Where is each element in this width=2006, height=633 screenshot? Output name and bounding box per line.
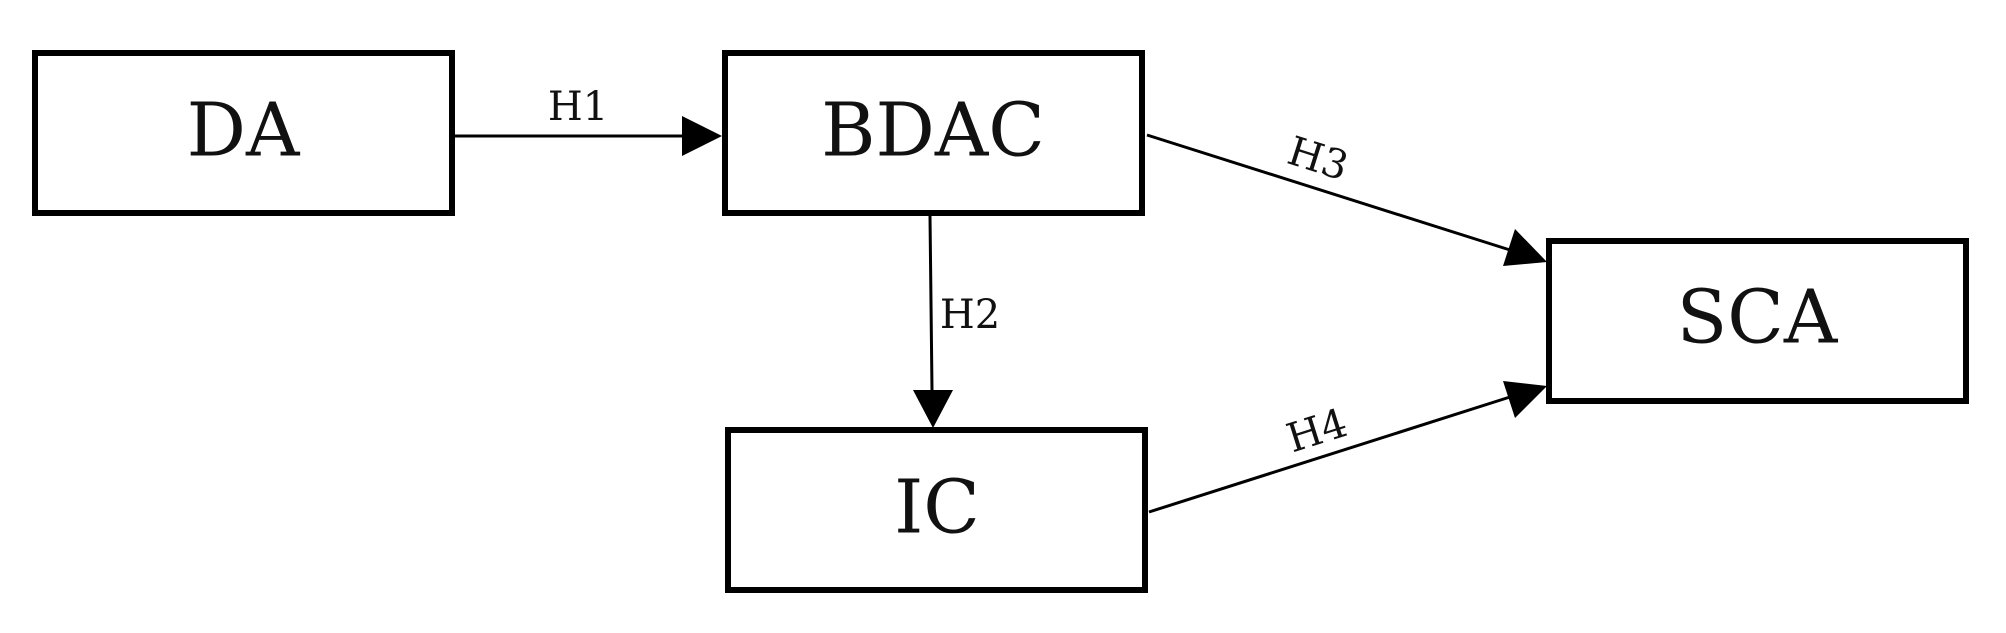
node-ic-label: IC	[894, 464, 980, 550]
edge-h3-arrowhead	[1503, 229, 1547, 266]
edge-h4-arrowhead	[1503, 381, 1547, 418]
edge-h4-label: H4	[1281, 400, 1352, 462]
node-sca-box	[1546, 238, 1969, 404]
node-sca: SCA	[1546, 238, 1969, 404]
node-bdac-label: BDAC	[821, 87, 1045, 173]
node-ic: IC	[725, 427, 1148, 593]
node-sca-label: SCA	[1677, 274, 1839, 360]
edge-h2-label: H2	[940, 292, 1000, 338]
node-da-label: DA	[187, 87, 301, 173]
edge-h1-label: H1	[548, 84, 608, 130]
edge-h4: H4	[1148, 381, 1547, 514]
node-bdac-box	[722, 50, 1145, 216]
edge-h3-line	[1146, 133, 1511, 252]
edge-h2-line	[928, 215, 934, 391]
node-da: DA	[32, 50, 455, 216]
edge-h1: H1	[455, 84, 722, 156]
node-ic-box	[725, 427, 1148, 593]
edge-h3: H3	[1146, 128, 1547, 266]
edge-h2-arrowhead	[913, 390, 953, 428]
edge-h4-line	[1148, 395, 1511, 514]
node-bdac: BDAC	[722, 50, 1145, 216]
node-da-box	[32, 50, 455, 216]
edge-h1-arrowhead	[682, 116, 722, 156]
edge-h2: H2	[913, 215, 1000, 428]
